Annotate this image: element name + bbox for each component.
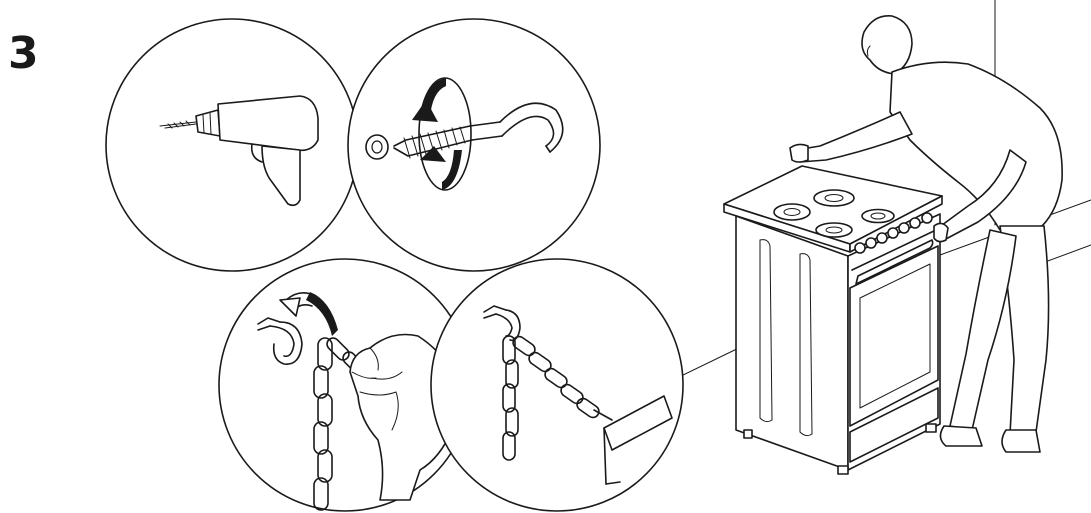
chain-fixed-step-circle: [431, 259, 683, 511]
screw-hook-step-circle: [348, 19, 600, 271]
washer-icon: [366, 135, 388, 159]
drill-step-circle: [106, 19, 358, 271]
cooker-illustration: [724, 166, 942, 474]
